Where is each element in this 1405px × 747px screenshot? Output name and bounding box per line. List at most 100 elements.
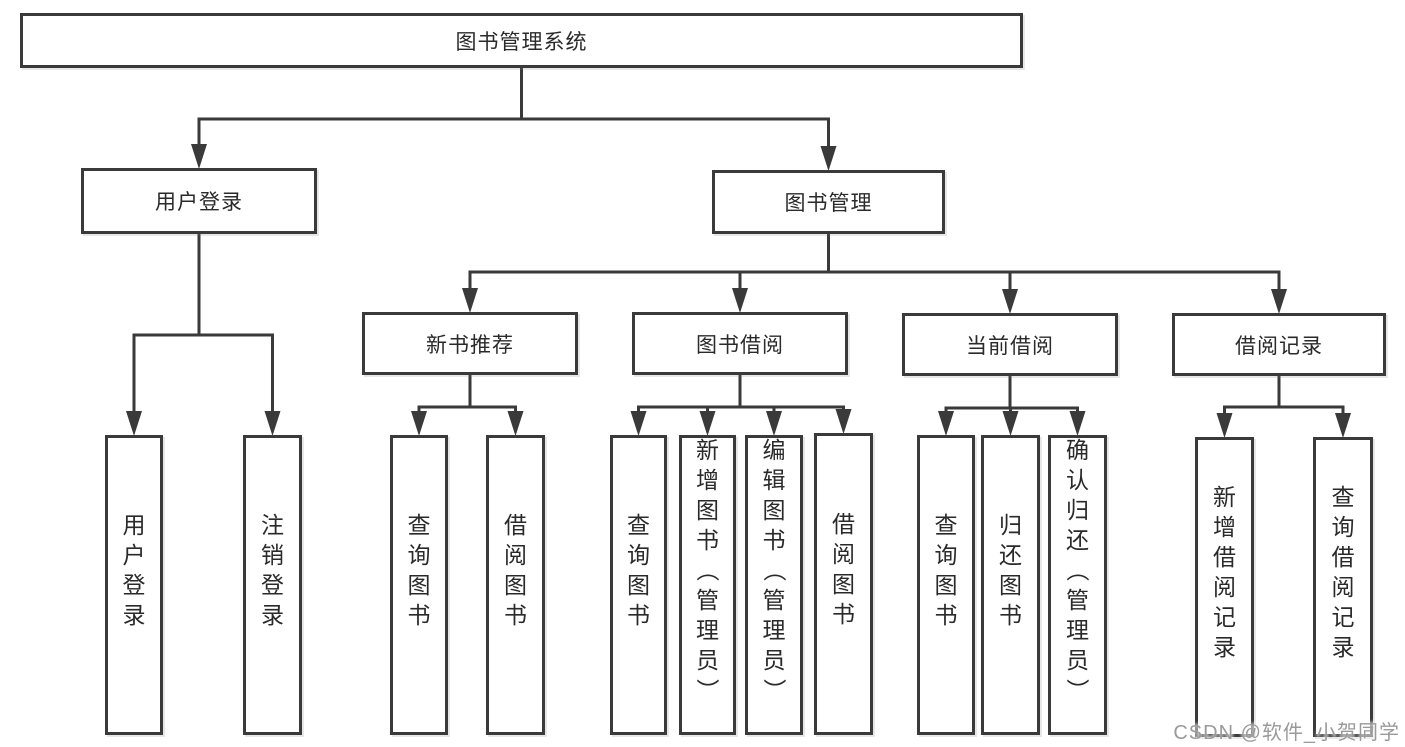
node-v-borrow-book-2: 借阅图书 — [814, 433, 873, 735]
arrowhead-icon — [1002, 411, 1019, 436]
node-label-char: 录 — [1331, 634, 1355, 660]
node-label-char: 员 — [696, 647, 719, 673]
node-label-char: 阅 — [1213, 574, 1236, 600]
node-label-char: 阅 — [832, 541, 855, 567]
node-label-char: 书 — [504, 602, 527, 628]
arrowhead-icon — [191, 144, 207, 169]
arrowhead-icon — [1335, 413, 1351, 438]
node-label-char: 员 — [1066, 647, 1089, 673]
arrowhead-icon — [411, 411, 427, 436]
node-label-char: 书 — [627, 602, 650, 628]
node-v-return-book: 归还图书 — [981, 435, 1040, 735]
node-label-char: 阅 — [504, 542, 527, 568]
node-current-borrow: 当前借阅 — [902, 313, 1118, 376]
node-label-char: （ — [694, 558, 721, 582]
arrowhead-icon — [1216, 413, 1233, 438]
arrowhead-icon — [1002, 289, 1018, 314]
node-label-char: 理 — [1066, 617, 1089, 643]
arrowhead-icon — [507, 411, 524, 436]
node-v-borrow-book-1: 借阅图书 — [486, 435, 545, 735]
node-v-query-record: 查询借阅记录 — [1313, 437, 1373, 737]
node-label-char: 辑 — [762, 467, 786, 493]
node-label: 新书推荐 — [426, 333, 514, 357]
node-label-char: 询 — [407, 542, 431, 568]
node-v-logout: 注销登录 — [243, 435, 302, 735]
node-label-char: 注 — [261, 512, 284, 538]
node-label-char: 增 — [1213, 514, 1236, 540]
node-label: 借阅记录 — [1235, 334, 1323, 358]
node-label-char: 记 — [1213, 604, 1236, 630]
node-label-char: 认 — [1066, 467, 1089, 493]
node-root: 图书管理系统 — [20, 13, 1023, 68]
node-label-char: 管 — [1066, 587, 1089, 613]
node-label-char: 编 — [762, 437, 786, 463]
node-label-char: 书 — [762, 527, 786, 553]
arrowhead-icon — [630, 411, 647, 436]
node-label-char: 图 — [999, 572, 1022, 598]
node-label-char: 图 — [934, 572, 958, 598]
node-label: 图书借阅 — [696, 333, 784, 357]
node-label-char: 理 — [762, 617, 786, 643]
node-label: 当前借阅 — [966, 334, 1054, 358]
node-label-char: 确 — [1066, 437, 1089, 463]
node-label-char: 新 — [696, 437, 719, 463]
watermark-text: CSDN @软件_小贺同学 — [1173, 722, 1400, 744]
node-label-char: 书 — [696, 527, 719, 553]
node-label-char: 书 — [934, 602, 958, 628]
arrowhead-icon — [732, 288, 748, 313]
node-label-char: ） — [761, 678, 787, 702]
node-v-user-login: 用户登录 — [105, 435, 163, 735]
node-v-add-book: 新增图书 （ 管理员 ） — [679, 435, 736, 735]
node-label: 图书管理 — [784, 192, 873, 215]
node-label-char: 员 — [762, 647, 786, 673]
node-label-char: （ — [761, 558, 787, 582]
node-label-char: 户 — [122, 542, 146, 568]
node-label-char: 图 — [696, 497, 719, 523]
node-label-char: 销 — [261, 542, 284, 568]
node-label-char: 图 — [762, 497, 786, 523]
node-label-char: 增 — [696, 467, 719, 493]
node-v-query-book-2: 查询图书 — [610, 435, 667, 735]
node-new-book-rec: 新书推荐 — [362, 312, 578, 375]
arrowhead-icon — [1271, 289, 1287, 314]
node-label-char: 管 — [696, 587, 719, 613]
node-label-char: 归 — [1066, 497, 1089, 523]
node-v-query-book-3: 查询图书 — [917, 435, 975, 735]
node-label-char: 询 — [627, 542, 650, 568]
node-label-char: 用 — [122, 512, 146, 538]
node-label-char: 新 — [1213, 484, 1236, 510]
node-label-char: 还 — [999, 542, 1022, 568]
node-label-char: ） — [694, 678, 721, 702]
node-label-char: 理 — [696, 617, 719, 643]
node-label: 用户登录 — [155, 191, 243, 214]
node-book-mgmt: 图书管理 — [712, 170, 945, 234]
node-label-char: 查 — [934, 512, 958, 538]
node-label-char: ） — [1064, 678, 1091, 702]
node-label-char: 录 — [1213, 634, 1236, 660]
arrowhead-icon — [264, 411, 281, 436]
node-label-char: 借 — [1213, 544, 1236, 570]
node-borrow-records: 借阅记录 — [1172, 313, 1386, 376]
arrowhead-icon — [835, 409, 852, 434]
node-label-char: 阅 — [1331, 574, 1355, 600]
node-label-char: 查 — [407, 512, 431, 538]
node-book-borrow: 图书借阅 — [632, 312, 848, 375]
node-label-char: 询 — [1331, 514, 1355, 540]
node-label-char: 登 — [122, 572, 146, 598]
arrowhead-icon — [699, 411, 716, 436]
arrowhead-icon — [938, 411, 954, 436]
node-label-char: 管 — [762, 587, 786, 613]
node-label-char: 还 — [1066, 527, 1089, 553]
node-label-char: 图 — [627, 572, 650, 598]
node-label-char: 书 — [832, 601, 855, 627]
node-label-char: 图 — [407, 572, 431, 598]
node-label-char: 借 — [832, 511, 855, 537]
node-v-query-book-1: 查询图书 — [390, 435, 448, 735]
node-label-char: 登 — [261, 572, 284, 598]
node-label-char: 询 — [934, 542, 958, 568]
node-label-char: 录 — [122, 602, 146, 628]
arrowhead-icon — [126, 411, 142, 436]
node-label-char: 录 — [261, 602, 284, 628]
node-label: 图书管理系统 — [455, 30, 588, 54]
